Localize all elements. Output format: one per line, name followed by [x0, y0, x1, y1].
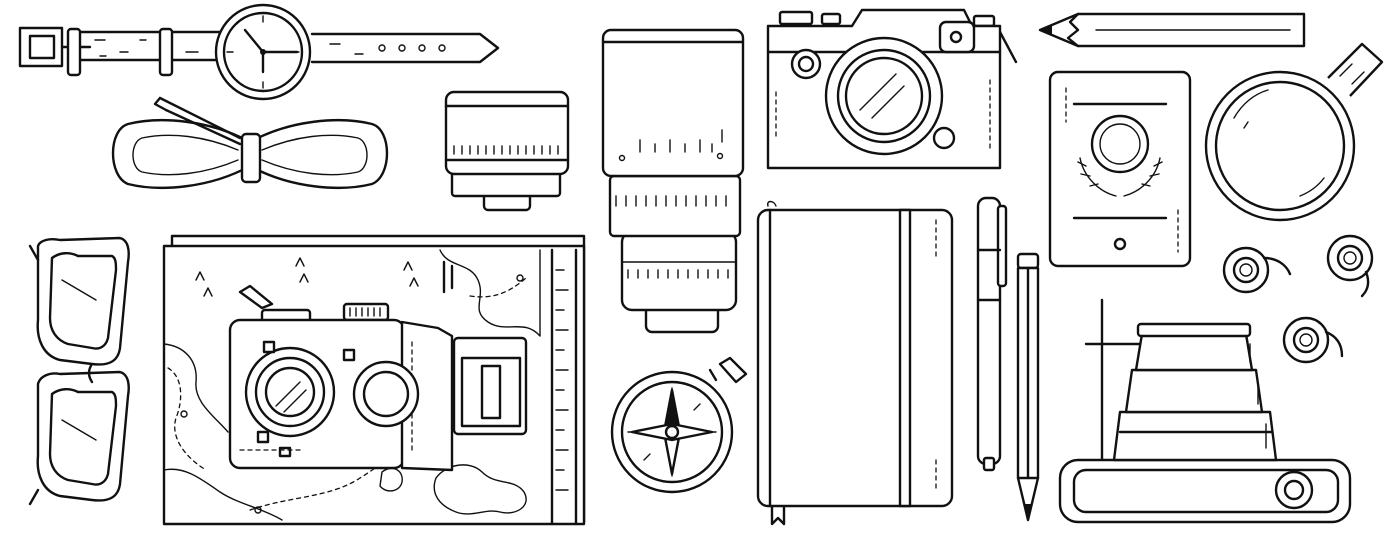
compass: [610, 356, 748, 494]
telephoto-lens: [601, 28, 745, 334]
film-roll-3: [1282, 316, 1344, 364]
bow-tie: [111, 96, 389, 189]
bellows-camera: [1058, 298, 1352, 524]
short-lens: [444, 90, 570, 212]
twin-lens-camera: [228, 284, 528, 472]
pencil: [1038, 12, 1306, 48]
passport: [1048, 70, 1192, 268]
wristwatch: [18, 3, 500, 101]
sunglasses: [28, 236, 130, 506]
notebook: [756, 200, 954, 526]
film-roll-1: [1222, 246, 1292, 294]
sharp-pencil: [1016, 252, 1040, 522]
pen: [976, 196, 1008, 472]
film-camera: [766, 8, 1018, 170]
film-rolls: [1222, 234, 1374, 364]
film-roll-2: [1326, 234, 1374, 298]
coffee-mug: [1204, 42, 1384, 222]
